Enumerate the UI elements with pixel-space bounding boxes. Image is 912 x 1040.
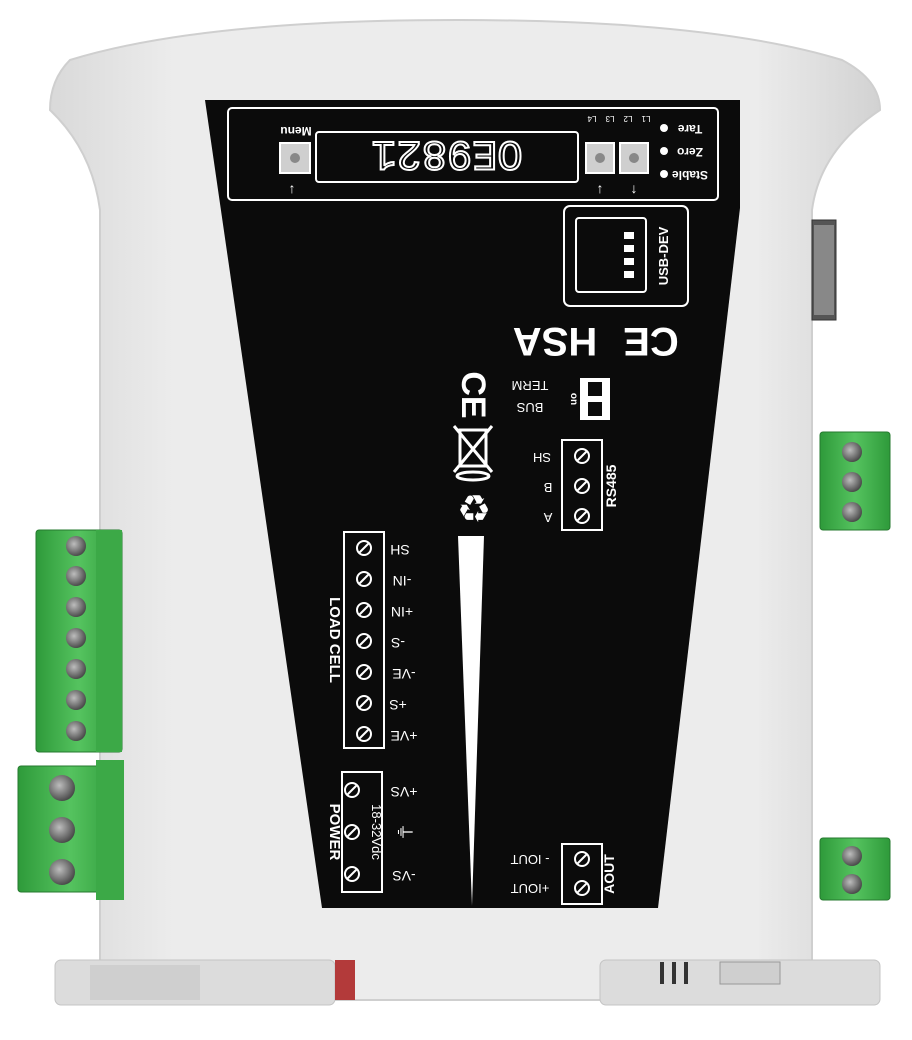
product-ce-mark: CE bbox=[623, 319, 679, 363]
weee-bin-icon bbox=[452, 425, 494, 482]
product-name: HSA bbox=[513, 319, 597, 363]
rs485-connector[interactable] bbox=[819, 431, 891, 531]
led-l4: L4 bbox=[587, 114, 596, 123]
bus-term-title: TERM bbox=[512, 378, 549, 393]
power-spec: 18-32Vdc bbox=[369, 804, 384, 860]
led-l2: L2 bbox=[623, 114, 632, 123]
power-connector[interactable] bbox=[17, 760, 124, 900]
led-labels: L1 L2 L3 L4 bbox=[587, 114, 650, 123]
bus-term-subtitle: BUS bbox=[516, 400, 543, 415]
aout-pin-iout-minus: - IOUT bbox=[510, 852, 549, 867]
load-cell-terminal-block bbox=[343, 531, 385, 749]
aout-connector[interactable] bbox=[819, 837, 891, 901]
status-tare: Tare bbox=[677, 122, 702, 136]
recycle-icon: ♻ bbox=[457, 489, 491, 531]
power-ground-icon: ⏚ bbox=[394, 823, 414, 841]
menu-button[interactable] bbox=[279, 142, 311, 174]
down-key-label: ↓ bbox=[631, 180, 638, 196]
weight-display: OE9821 bbox=[371, 129, 522, 177]
power-pin-vs-minus: -VS bbox=[392, 868, 415, 884]
aout-terminal-block bbox=[561, 843, 603, 905]
bus-term-on: on bbox=[568, 393, 579, 405]
load-cell-pin-s-minus: -S bbox=[391, 635, 405, 651]
faceplate bbox=[205, 100, 740, 908]
load-cell-pin-in-minus: -IN bbox=[393, 573, 412, 589]
spike-decoration bbox=[458, 536, 484, 906]
rs485-pin-sh: SH bbox=[533, 450, 551, 465]
led-l1: L1 bbox=[641, 114, 650, 123]
ce-mark-icon: CE bbox=[454, 371, 492, 418]
down-button[interactable] bbox=[619, 142, 649, 174]
load-cell-pin-sh: SH bbox=[390, 542, 409, 558]
tare-led-icon bbox=[660, 124, 668, 132]
up-key-label: ↑ bbox=[597, 180, 604, 196]
status-indicators: Tare Zero Stable bbox=[660, 122, 708, 182]
aout-title: AOUT bbox=[601, 854, 617, 894]
power-pin-vs-plus: +VS bbox=[391, 784, 418, 800]
rs485-pin-a: A bbox=[543, 510, 552, 525]
rs485-title: RS485 bbox=[603, 464, 619, 507]
stable-led-icon bbox=[660, 170, 668, 178]
load-cell-pin-s-plus: +S bbox=[389, 697, 407, 713]
load-cell-pin-ve-plus: +VE bbox=[391, 728, 418, 744]
status-zero: Zero bbox=[677, 145, 703, 159]
usb-port[interactable] bbox=[563, 205, 689, 307]
load-cell-pin-ve-minus: -VE bbox=[392, 666, 415, 682]
load-cell-pins: SH -IN +IN -S -VE +S +VE bbox=[389, 542, 417, 744]
menu-arrow-icon: ↑ bbox=[289, 180, 296, 196]
menu-label: Menu bbox=[280, 124, 311, 138]
rs485-terminal-block bbox=[561, 439, 603, 531]
display-panel bbox=[227, 107, 719, 201]
status-stable: Stable bbox=[672, 168, 708, 182]
rs485-pin-b: B bbox=[544, 480, 553, 495]
up-button[interactable] bbox=[585, 142, 615, 174]
zero-led-icon bbox=[660, 147, 668, 155]
load-cell-pin-in-plus: +IN bbox=[391, 604, 413, 620]
usb-label: USB-DEV bbox=[656, 226, 671, 285]
load-cell-connector[interactable] bbox=[35, 529, 123, 753]
aout-pin-iout-plus: +IOUT bbox=[511, 881, 550, 896]
led-l3: L3 bbox=[605, 114, 614, 123]
power-title: POWER bbox=[326, 804, 343, 861]
power-terminal-block bbox=[341, 771, 383, 893]
bus-term-switch[interactable] bbox=[580, 378, 610, 420]
load-cell-title: LOAD CELL bbox=[326, 597, 343, 683]
